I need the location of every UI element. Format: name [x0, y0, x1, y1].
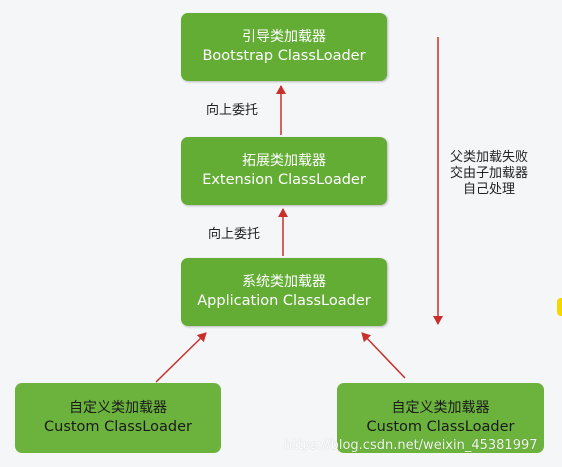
node-custom-right-en: Custom ClassLoader: [366, 419, 515, 435]
node-bootstrap-en: Bootstrap ClassLoader: [202, 48, 366, 64]
node-custom-left: 自定义类加载器 Custom ClassLoader: [15, 383, 221, 453]
side-note-line-2: 交由子加载器: [449, 166, 528, 181]
edge-highlight-mark: [557, 298, 562, 316]
side-note-line-1: 父类加载失败: [449, 150, 528, 165]
side-note-line-3: 自己处理: [462, 182, 515, 197]
arrow-custom-left-to-application: [155, 332, 207, 383]
node-custom-right: 自定义类加载器 Custom ClassLoader: [337, 383, 544, 453]
node-custom-right-cn: 自定义类加载器: [391, 400, 490, 416]
node-custom-left-en: Custom ClassLoader: [44, 419, 192, 435]
side-note: 父类加载失败 交由子加载器 自己处理: [444, 150, 534, 198]
node-application: 系统类加载器 Application ClassLoader: [181, 258, 387, 326]
node-extension-cn: 拓展类加载器: [242, 153, 326, 169]
node-bootstrap: 引导类加载器 Bootstrap ClassLoader: [181, 13, 387, 81]
edge-label-app-to-ext: 向上委托: [208, 227, 261, 242]
edge-label-ext-to-boot: 向上委托: [206, 103, 259, 118]
node-extension-en: Extension ClassLoader: [202, 172, 366, 188]
watermark-url: https://blog.csdn.net/weixin_45381997: [284, 438, 538, 453]
arrow-custom-right-to-application: [361, 332, 406, 379]
node-custom-left-cn: 自定义类加载器: [69, 400, 167, 416]
node-extension: 拓展类加载器 Extension ClassLoader: [181, 137, 387, 205]
node-bootstrap-cn: 引导类加载器: [242, 29, 326, 45]
node-application-en: Application ClassLoader: [197, 293, 371, 309]
node-application-cn: 系统类加载器: [242, 274, 326, 290]
